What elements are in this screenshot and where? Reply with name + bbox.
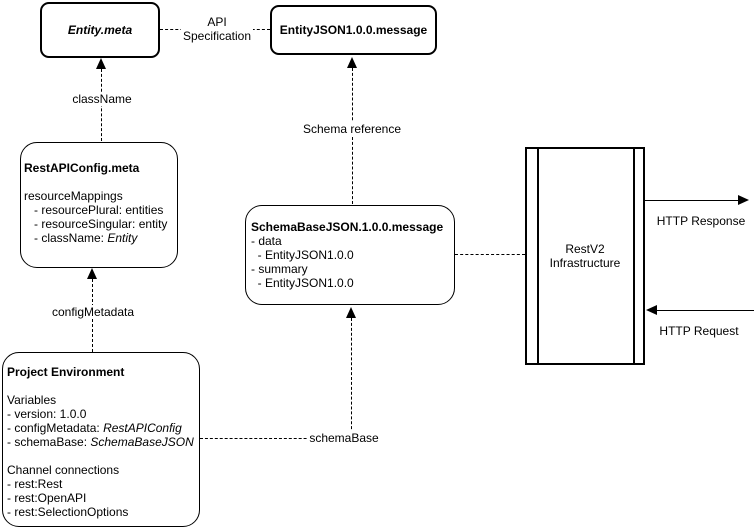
project-environment-line: - configMetadata: RestAPIConfig [7,421,182,435]
edge-schemabase-vertical[interactable] [351,318,352,439]
variables-heading: Variables [7,393,57,407]
schema-base-json-line: - EntityJSON1.0.0 [251,276,354,290]
blank-line [7,379,195,393]
http-request-arrowhead-icon [646,305,657,315]
rest-api-config-title: RestAPIConfig.meta [24,161,140,175]
project-environment-node[interactable]: Project Environment Variables - version:… [2,352,200,527]
classname-arrowhead-icon [96,58,106,69]
channel-connections-heading: Channel connections [7,463,120,477]
http-response-arrowhead-icon [738,195,749,205]
project-environment-line: - schemaBase: SchemaBaseJSON [7,435,194,449]
entity-json-node[interactable]: EntityJSON1.0.0.message [270,5,437,55]
schema-base-json-line: - summary [251,262,308,276]
edge-schemabase-horizontal[interactable] [200,438,351,439]
schemabase-label: schemaBase [307,431,381,445]
project-environment-line: - rest:OpenAPI [7,491,87,505]
schema-base-json-line: - EntityJSON1.0.0 [251,248,354,262]
restv2-left-frame-line [537,149,539,363]
blank-line [24,175,173,189]
project-environment-line: - rest:Rest [7,477,63,491]
project-environment-title: Project Environment [7,365,125,379]
schemabase-arrowhead-icon [346,307,356,318]
rest-api-config-line: - resourcePlural: entities [24,203,164,217]
schema-base-json-node[interactable]: SchemaBaseJSON.1.0.0.message - data - En… [245,205,455,305]
api-specification-label: API Specification [180,15,254,43]
restv2-right-frame-line [633,149,635,363]
schema-reference-arrowhead-icon [347,57,357,68]
schema-reference-label: Schema reference [300,122,404,136]
schema-base-json-line: - data [251,234,282,248]
rest-api-config-line: - className: Entity [24,231,138,245]
entity-meta-node[interactable]: Entity.meta [40,2,160,58]
edge-http-response[interactable] [645,200,740,201]
rest-api-config-node[interactable]: RestAPIConfig.meta resourceMappings - re… [20,142,178,268]
config-metadata-arrowhead-icon [87,268,97,279]
restv2-infrastructure-node[interactable]: RestV2 Infrastructure [525,147,645,365]
entity-meta-title: Entity.meta [67,23,133,37]
edge-http-request[interactable] [656,310,754,311]
project-environment-line: - rest:SelectionOptions [7,505,129,519]
rest-api-config-line: resourceMappings [24,189,123,203]
restv2-infrastructure-title: RestV2 Infrastructure [549,242,621,270]
http-request-label: HTTP Request [659,324,739,338]
entity-json-title: EntityJSON1.0.0.message [279,23,428,37]
config-metadata-label: configMetadata [49,305,137,319]
project-environment-line: - version: 1.0.0 [7,407,87,421]
schema-base-json-title: SchemaBaseJSON.1.0.0.message [251,220,444,234]
http-response-label: HTTP Response [656,214,746,228]
rest-api-config-line: - resourceSingular: entity [24,217,168,231]
edge-schema-reference[interactable] [352,68,353,204]
blank-line [7,449,195,463]
classname-label: className [70,92,134,106]
edge-schemabase-to-restv2[interactable] [455,254,525,255]
